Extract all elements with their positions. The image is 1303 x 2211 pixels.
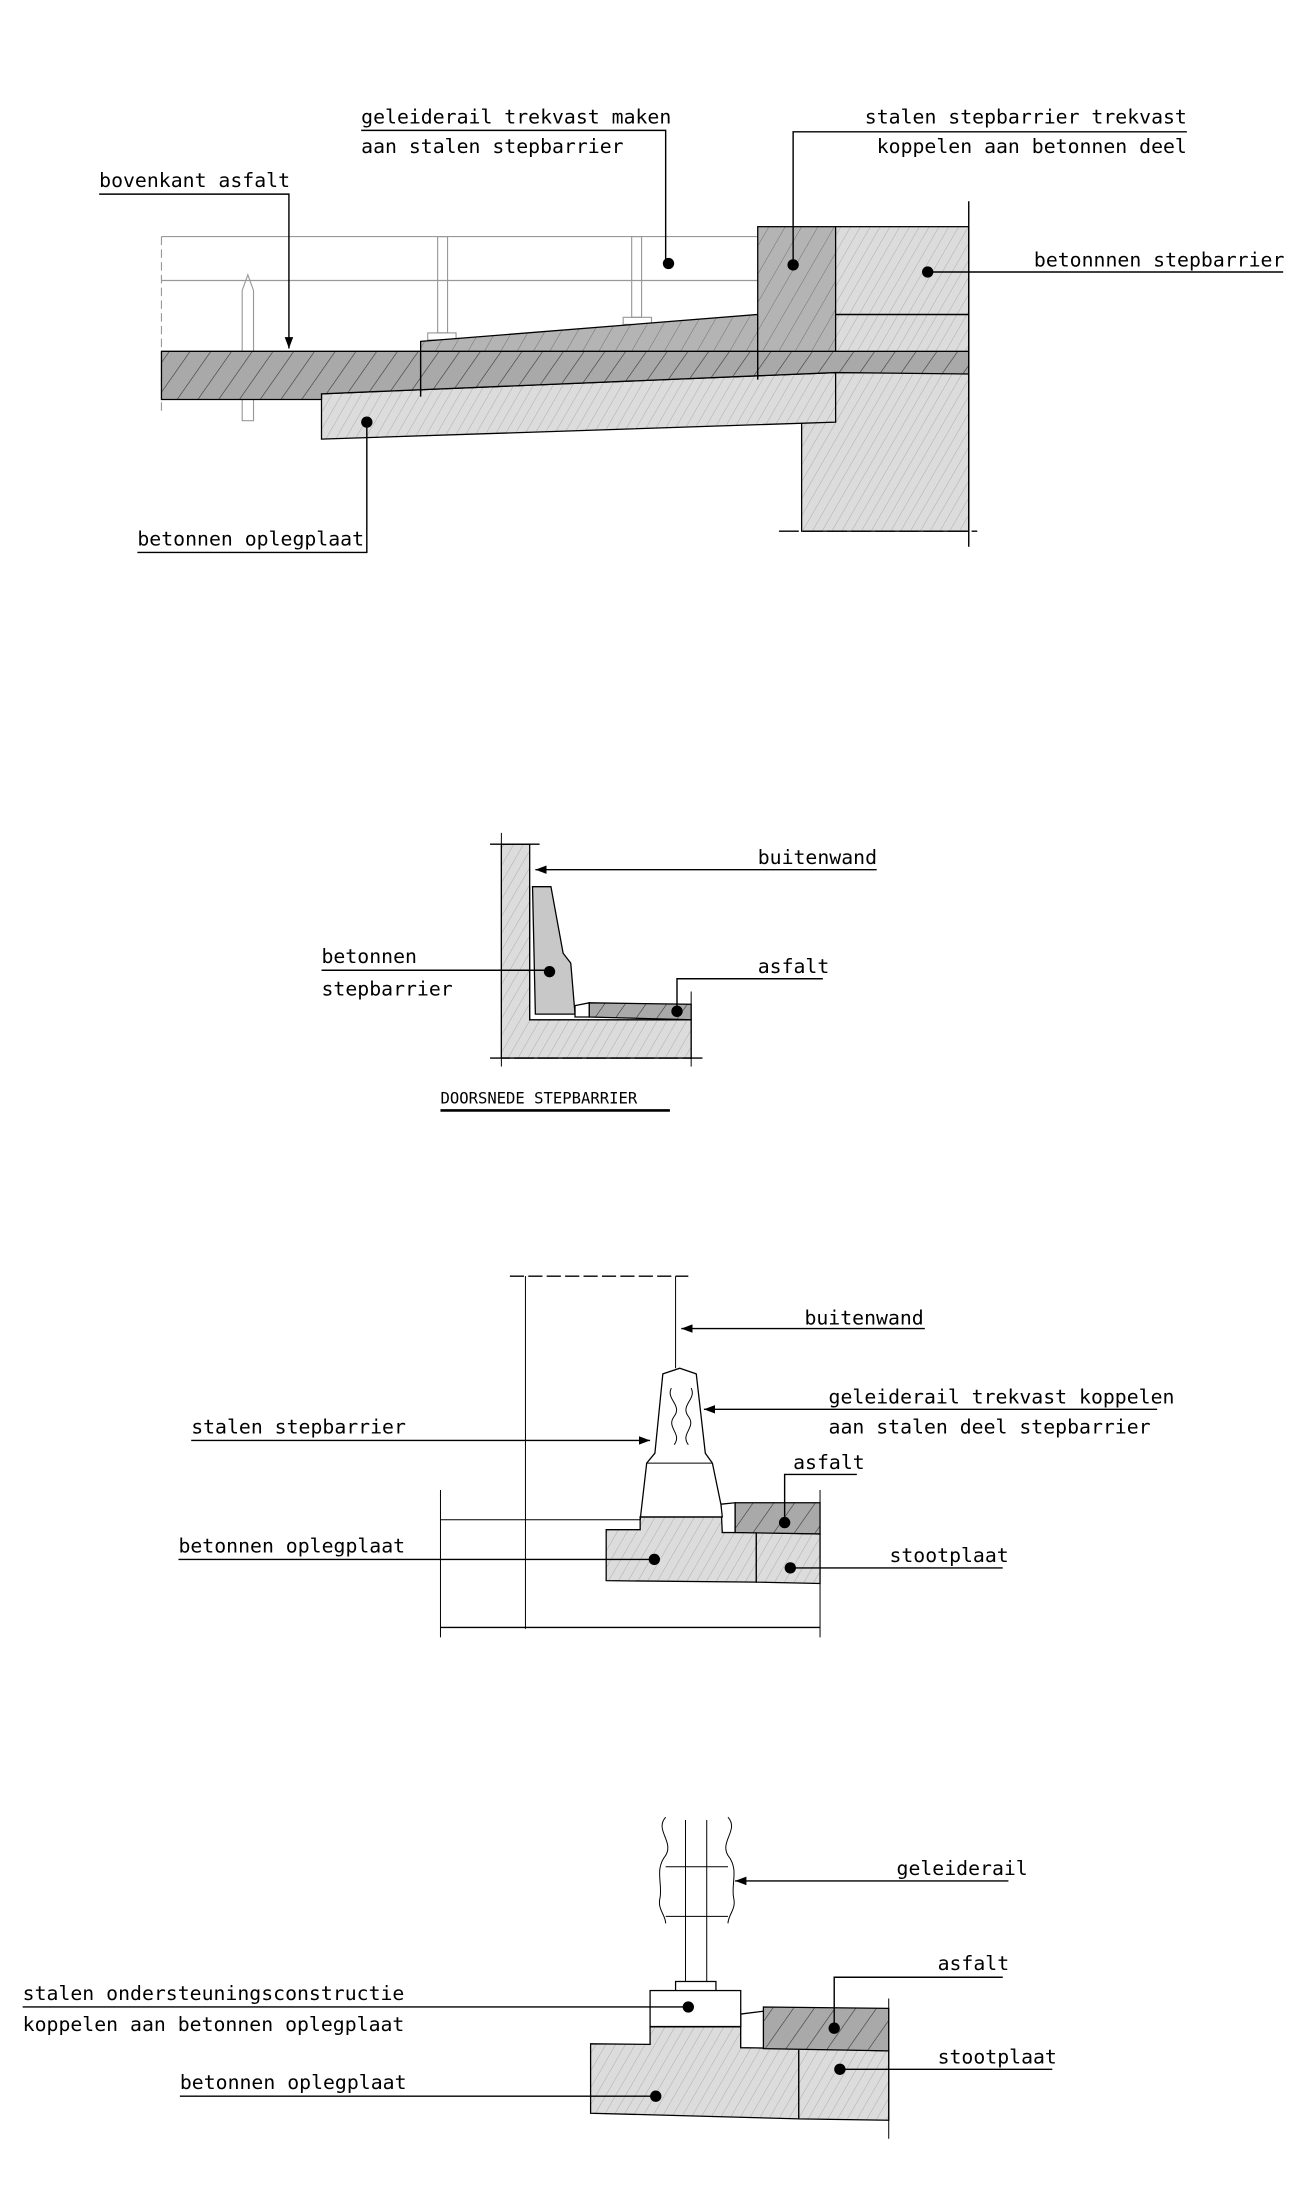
leader-dot	[922, 266, 934, 278]
label-outer-wall: buitenwand	[804, 1306, 923, 1329]
leader-line	[361, 129, 667, 264]
leader-line	[783, 1473, 857, 1520]
label-support-plate: betonnen oplegplaat	[180, 2071, 407, 2094]
impact-plate-shape	[755, 1531, 821, 1585]
label-asphalt: asfalt	[938, 1952, 1010, 1975]
label-support-plate: betonnen oplegplaat	[137, 527, 364, 550]
label-guardrail: geleiderail	[897, 1857, 1028, 1880]
label-outer-wall: buitenwand	[758, 846, 877, 869]
guardrail-profile-icon	[658, 1816, 735, 1924]
leader-dot	[648, 1553, 660, 1566]
asphalt-layer	[734, 1502, 821, 1535]
label-rail-fix: geleiderail trekvast maken	[361, 105, 671, 128]
guardrail-profile-icon	[669, 1387, 693, 1446]
detail-3-section: buitenwand geleiderail trekvast koppelen…	[178, 1275, 1175, 1638]
leader-dot	[662, 257, 675, 270]
concrete-stepbarrier-shape	[531, 886, 576, 1015]
leader-dot	[784, 1562, 796, 1574]
label-concrete-barrier: betonnen	[322, 945, 417, 968]
leader-line	[137, 422, 368, 554]
detail-1-plan: geleiderail trekvast maken aan stalen st…	[99, 105, 1285, 554]
leader-dot	[650, 2090, 662, 2102]
joint-filler	[740, 2010, 765, 2049]
leader-dot	[834, 2063, 846, 2075]
label-support-plate: betonnen oplegplaat	[178, 1534, 405, 1557]
steel-support-block	[649, 1989, 742, 2028]
label-top-asphalt: bovenkant asfalt	[99, 169, 290, 192]
label-steel-barrier-2: koppelen aan betonnen deel	[877, 135, 1187, 158]
leader-dot	[778, 1516, 791, 1529]
section-title: DOORSNEDE STEPBARRIER	[440, 1089, 637, 1107]
post-cap	[674, 1980, 717, 1992]
label-concrete-barrier-2: stepbarrier	[322, 978, 453, 1001]
leader-line	[833, 1976, 1003, 2027]
leader-dot	[543, 965, 556, 978]
joint-filler	[720, 1502, 736, 1534]
railing-post	[631, 236, 643, 318]
label-rail-fix-2: aan stalen deel stepbarrier	[829, 1415, 1151, 1438]
leader-arrow	[99, 193, 294, 349]
asphalt-layer	[762, 2006, 890, 2052]
leader-dot	[828, 2022, 840, 2034]
detail-4-section: geleiderail asfalt stalen ondersteunings…	[22, 1816, 1057, 2139]
leader-dot	[671, 1005, 683, 1017]
steel-wedge	[420, 313, 759, 352]
label-asphalt: asfalt	[758, 955, 830, 978]
label-rail-fix-2: aan stalen stepbarrier	[361, 135, 623, 158]
leader-dot	[361, 416, 373, 428]
leader-dot	[682, 2001, 694, 2013]
leader-line	[792, 131, 1187, 265]
label-steel-barrier: stalen stepbarrier	[191, 1415, 406, 1438]
label-impact-plate: stootplaat	[889, 1544, 1008, 1567]
label-concrete-barrier: betonnnen stepbarrier	[1034, 248, 1285, 271]
impact-plate-shape	[798, 2047, 890, 2121]
label-impact-plate: stootplaat	[938, 2046, 1057, 2069]
label-asphalt: asfalt	[793, 1451, 865, 1474]
steel-stepbarrier-shape	[639, 1367, 724, 1520]
detail-2-section: buitenwand betonnen stepbarrier asfalt D…	[321, 832, 877, 1112]
leader-dot	[787, 259, 799, 271]
label-rail-fix: geleiderail trekvast koppelen	[829, 1386, 1175, 1409]
label-steel-barrier: stalen stepbarrier trekvast	[865, 105, 1187, 128]
label-steel-support: stalen ondersteuningsconstructie	[23, 1982, 405, 2005]
barrier-gap-outline	[529, 886, 576, 1021]
label-steel-support-2: koppelen aan betonnen oplegplaat	[23, 2013, 405, 2036]
joint-filler	[574, 1002, 590, 1018]
anchor-pin	[241, 273, 255, 422]
leader-line	[676, 978, 823, 1012]
steel-stepbarrier-block	[757, 226, 837, 352]
concrete-stepbarrier-block	[834, 226, 970, 352]
railing-post	[437, 236, 449, 334]
